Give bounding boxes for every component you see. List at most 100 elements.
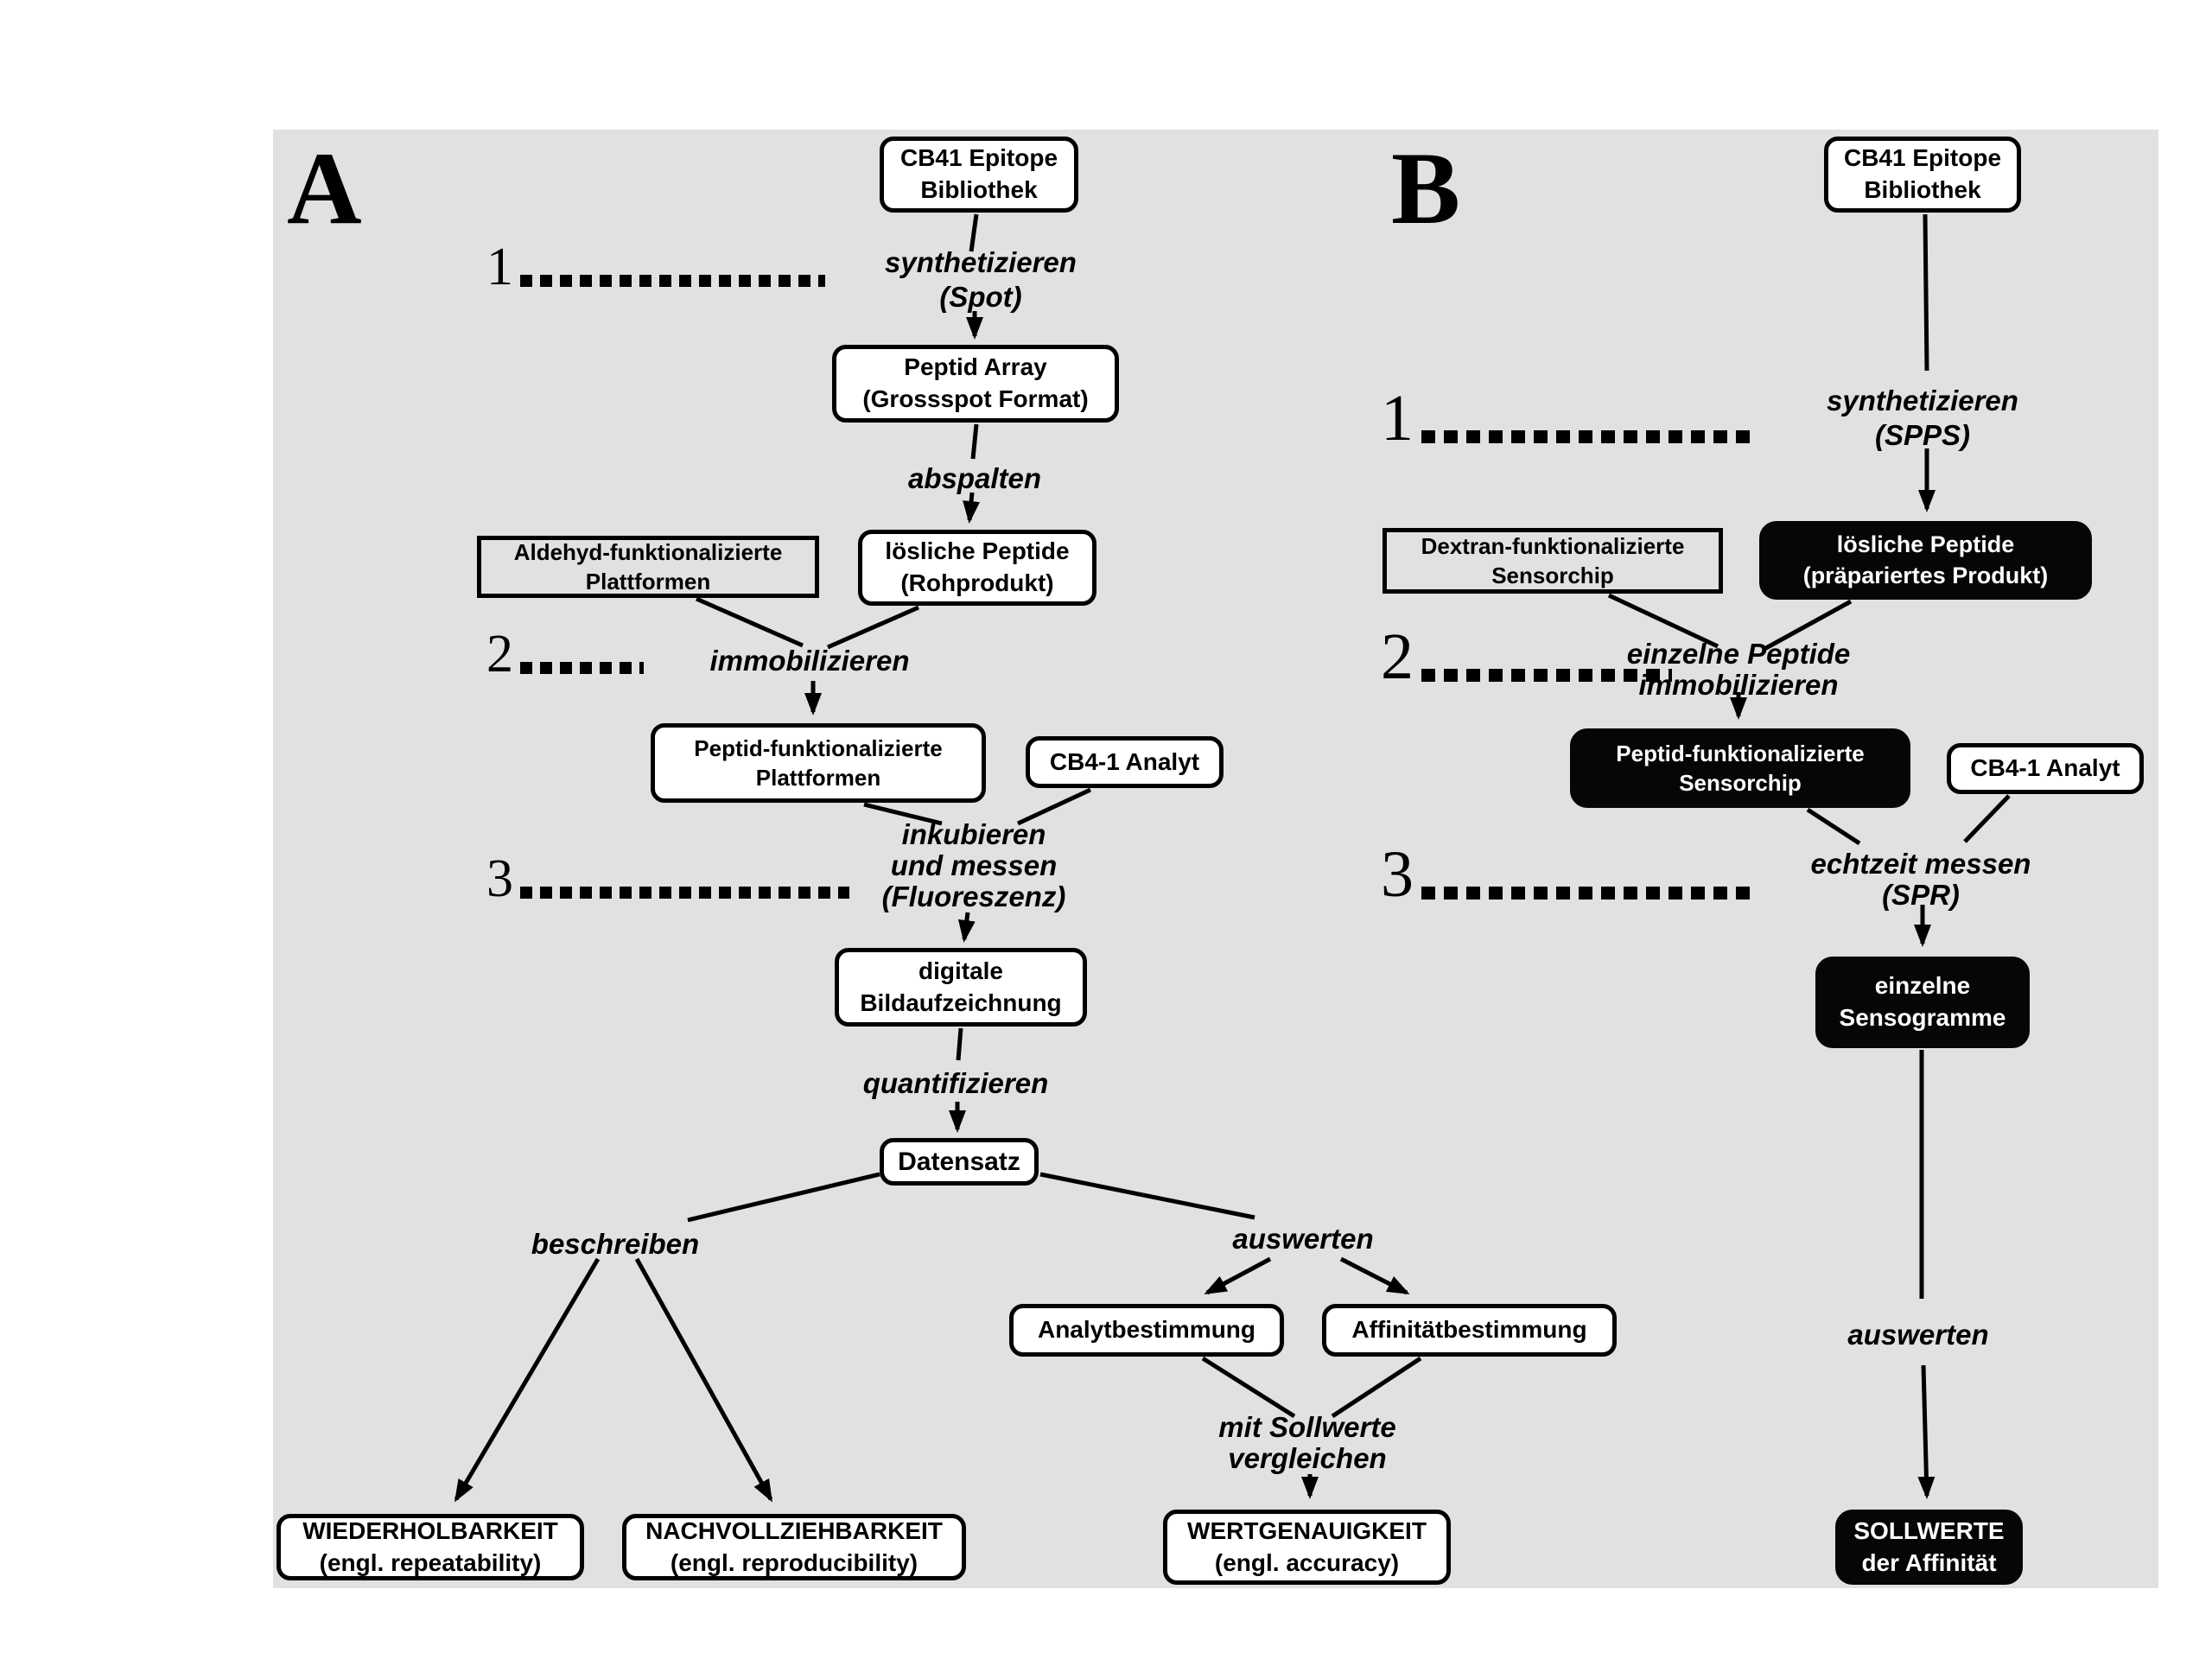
node-nachvollziehbarkeit: NACHVOLLZIEHBARKEIT (engl. reproducibili… [622, 1514, 966, 1580]
node-text: Sensorchip [1679, 770, 1802, 796]
dotted-leader [1421, 430, 1751, 443]
edge-label-mit-sollwerte: mit Sollwerte vergleichen [1218, 1412, 1395, 1474]
node-text: Aldehyd-funktionalizierte [513, 538, 783, 565]
edge-label-text: (SPR) [1882, 879, 1960, 911]
node-text: (präpariertes Produkt) [1802, 562, 2049, 588]
step-3-label-a: 3 [486, 852, 849, 906]
node-text: WIEDERHOLBARKEIT [302, 1516, 558, 1544]
panel-a-letter: A [287, 130, 362, 245]
node-text: NACHVOLLZIEHBARKEIT [645, 1516, 943, 1544]
node-text: Bibliothek [920, 176, 1038, 203]
step-number: 2 [1381, 620, 1414, 693]
node-digitale-bildaufzeichnung: digitale Bildaufzeichnung [835, 948, 1087, 1027]
edge-label-text: synthetizieren [1827, 385, 2018, 416]
edge-label-text: immobilizieren [1638, 669, 1839, 701]
node-text: Peptid-funktionalizierte [694, 734, 943, 761]
edge-label-einzelne-peptide: einzelne Peptide immobilizieren [1627, 639, 1851, 701]
node-cb41-analyt-a: CB4-1 Analyt [1026, 736, 1224, 788]
edge-label-abspalten: abspalten [907, 462, 1042, 494]
dotted-leader [520, 887, 849, 899]
step-number: 2 [486, 625, 513, 683]
edge-label-text: mit Sollwerte [1218, 1411, 1396, 1443]
node-einzelne-sensogramme: einzelne Sensogramme [1815, 957, 2030, 1048]
node-peptid-plattformen: Peptid-funktionalizierte Plattformen [651, 723, 986, 803]
node-loesliche-peptide-b: lösliche Peptide (präpariertes Produkt) [1759, 521, 2092, 600]
step-number: 1 [1381, 382, 1414, 455]
step-number: 3 [486, 849, 513, 908]
node-affinitaetbestimmung: Affinitätbestimmung [1322, 1304, 1617, 1357]
node-text: Sensogramme [1839, 1004, 2006, 1031]
node-text: CB41 Epitope [899, 144, 1058, 172]
node-text: (engl. accuracy) [1214, 1548, 1400, 1576]
edge-label-synthetizieren-spps: synthetizieren (SPPS) [1827, 384, 2018, 453]
node-text: Peptid-funktionalizierte [1616, 740, 1865, 766]
node-cb41-epitope-bibliothek-b: CB41 Epitope Bibliothek [1824, 137, 2021, 213]
node-text: (engl. reproducibility) [670, 1548, 918, 1576]
node-wertgenauigkeit: WERTGENAUIGKEIT (engl. accuracy) [1163, 1510, 1451, 1585]
edge-label-echtzeit-messen: echtzeit messen (SPR) [1811, 849, 2031, 911]
edge-label-inkubieren: inkubieren und messen (Fluoreszenz) [882, 819, 1066, 912]
node-text: einzelne [1874, 972, 1971, 1000]
edge-label-quantifizieren: quantifizieren [862, 1067, 1049, 1099]
step-number: 3 [1381, 838, 1414, 911]
node-datensatz: Datensatz [880, 1138, 1039, 1186]
step-number: 1 [486, 238, 513, 296]
edge-label-auswerten-b: auswerten [1847, 1319, 1989, 1351]
node-text: Peptid Array [904, 353, 1047, 381]
node-aldehyd-plattformen: Aldehyd-funktionalizierte Plattformen [477, 536, 819, 598]
node-text: lösliche Peptide [885, 537, 1070, 565]
node-text: digitale [918, 957, 1003, 984]
edge-label-beschreiben: beschreiben [531, 1228, 700, 1260]
edge-label-text: vergleichen [1228, 1442, 1387, 1474]
node-text: Plattformen [755, 765, 881, 791]
node-peptid-array: Peptid Array (Grossspot Format) [832, 345, 1119, 423]
edge-label-text: einzelne Peptide [1626, 638, 1851, 670]
node-text: (Grossspot Format) [862, 385, 1089, 412]
node-text: Sensorchip [1491, 563, 1614, 588]
step-1-label-b: 1 [1381, 385, 1751, 451]
node-loesliche-peptide-a: lösliche Peptide (Rohprodukt) [858, 530, 1096, 606]
node-text: lösliche Peptide [1836, 531, 2015, 557]
step-3-label-b: 3 [1381, 842, 1752, 907]
node-cb41-analyt-b: CB4-1 Analyt [1947, 743, 2144, 794]
node-text: Bildaufzeichnung [860, 989, 1062, 1016]
edge-label-text: und messen [890, 849, 1058, 881]
node-wiederholbarkeit: WIEDERHOLBARKEIT (engl. repeatability) [276, 1514, 584, 1580]
edge-label-text: echtzeit messen [1810, 848, 2031, 880]
node-text: der Affinität [1861, 1548, 1997, 1576]
node-text: WERTGENAUIGKEIT [1187, 1516, 1427, 1544]
node-text: Affinitätbestimmung [1351, 1316, 1587, 1344]
dotted-leader [520, 662, 644, 674]
dotted-leader [1421, 669, 1672, 682]
node-dextran-sensorchip: Dextran-funktionalizierte Sensorchip [1382, 528, 1723, 594]
step-1-label-a: 1 [486, 240, 825, 294]
edge-label-text: (SPPS) [1874, 419, 1971, 451]
node-text: Plattformen [585, 569, 711, 594]
step-2-label-a: 2 [486, 627, 644, 681]
edge-label-auswerten-a: auswerten [1232, 1223, 1374, 1255]
panel-b-letter: B [1391, 130, 1461, 245]
node-analytbestimmung: Analytbestimmung [1009, 1304, 1284, 1357]
node-text: (engl. repeatability) [319, 1548, 542, 1576]
node-text: Bibliothek [1864, 176, 1981, 203]
dotted-leader [1421, 887, 1752, 900]
node-peptid-sensorchip: Peptid-funktionalizierte Sensorchip [1570, 728, 1910, 808]
edge-label-synthetizieren-spot: synthetizieren (Spot) [885, 245, 1077, 315]
step-2-label-b: 2 [1381, 624, 1672, 690]
node-text: Dextran-funktionalizierte [1421, 532, 1685, 559]
node-text: CB4-1 Analyt [1970, 754, 2120, 782]
node-text: Analytbestimmung [1037, 1316, 1256, 1344]
dotted-leader [520, 275, 825, 287]
node-text: CB41 Epitope [1843, 144, 2002, 172]
edge-label-text: (Fluoreszenz) [881, 881, 1066, 912]
node-text: (Rohprodukt) [900, 569, 1054, 596]
node-cb41-epitope-bibliothek-a: CB41 Epitope Bibliothek [880, 137, 1078, 213]
edge-label-text: synthetizieren [885, 246, 1077, 278]
edge-label-text: inkubieren [901, 818, 1046, 850]
edge-label-immobilizieren: immobilizieren [709, 645, 910, 677]
node-sollwerte-affinitaet: SOLLWERTE der Affinität [1835, 1510, 2023, 1585]
edge-label-text: (Spot) [939, 281, 1022, 313]
node-text: CB4-1 Analyt [1049, 747, 1200, 775]
node-text: SOLLWERTE [1853, 1516, 2005, 1544]
